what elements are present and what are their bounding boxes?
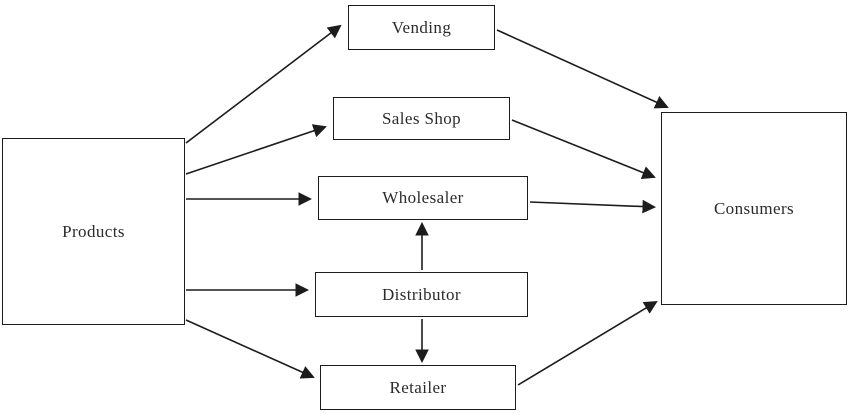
edge-vending-consumers	[496, 29, 669, 109]
node-retailer: Retailer	[320, 365, 516, 410]
node-sales-shop: Sales Shop	[333, 97, 510, 140]
node-products: Products	[2, 138, 185, 325]
node-wholesaler: Wholesaler	[318, 176, 528, 220]
edge-products-retailer	[185, 319, 315, 379]
edge-products-vending	[185, 24, 342, 144]
node-sales-shop-label: Sales Shop	[381, 108, 462, 128]
node-distributor: Distributor	[315, 272, 528, 317]
node-wholesaler-label: Wholesaler	[382, 188, 464, 207]
node-vending-label: Vending	[391, 17, 452, 37]
edge-wholesaler-consumers	[529, 199, 657, 214]
node-consumers-label: Consumers	[713, 198, 795, 218]
node-consumers: Consumers	[661, 112, 847, 305]
edge-products-salesshop	[185, 124, 327, 175]
edge-retailer-consumers	[517, 300, 658, 386]
edge-salesshop-consumers	[511, 119, 656, 180]
node-distributor-label: Distributor	[381, 284, 461, 304]
node-vending: Vending	[348, 5, 495, 50]
node-products-label: Products	[62, 221, 125, 241]
node-retailer-label: Retailer	[389, 377, 447, 397]
